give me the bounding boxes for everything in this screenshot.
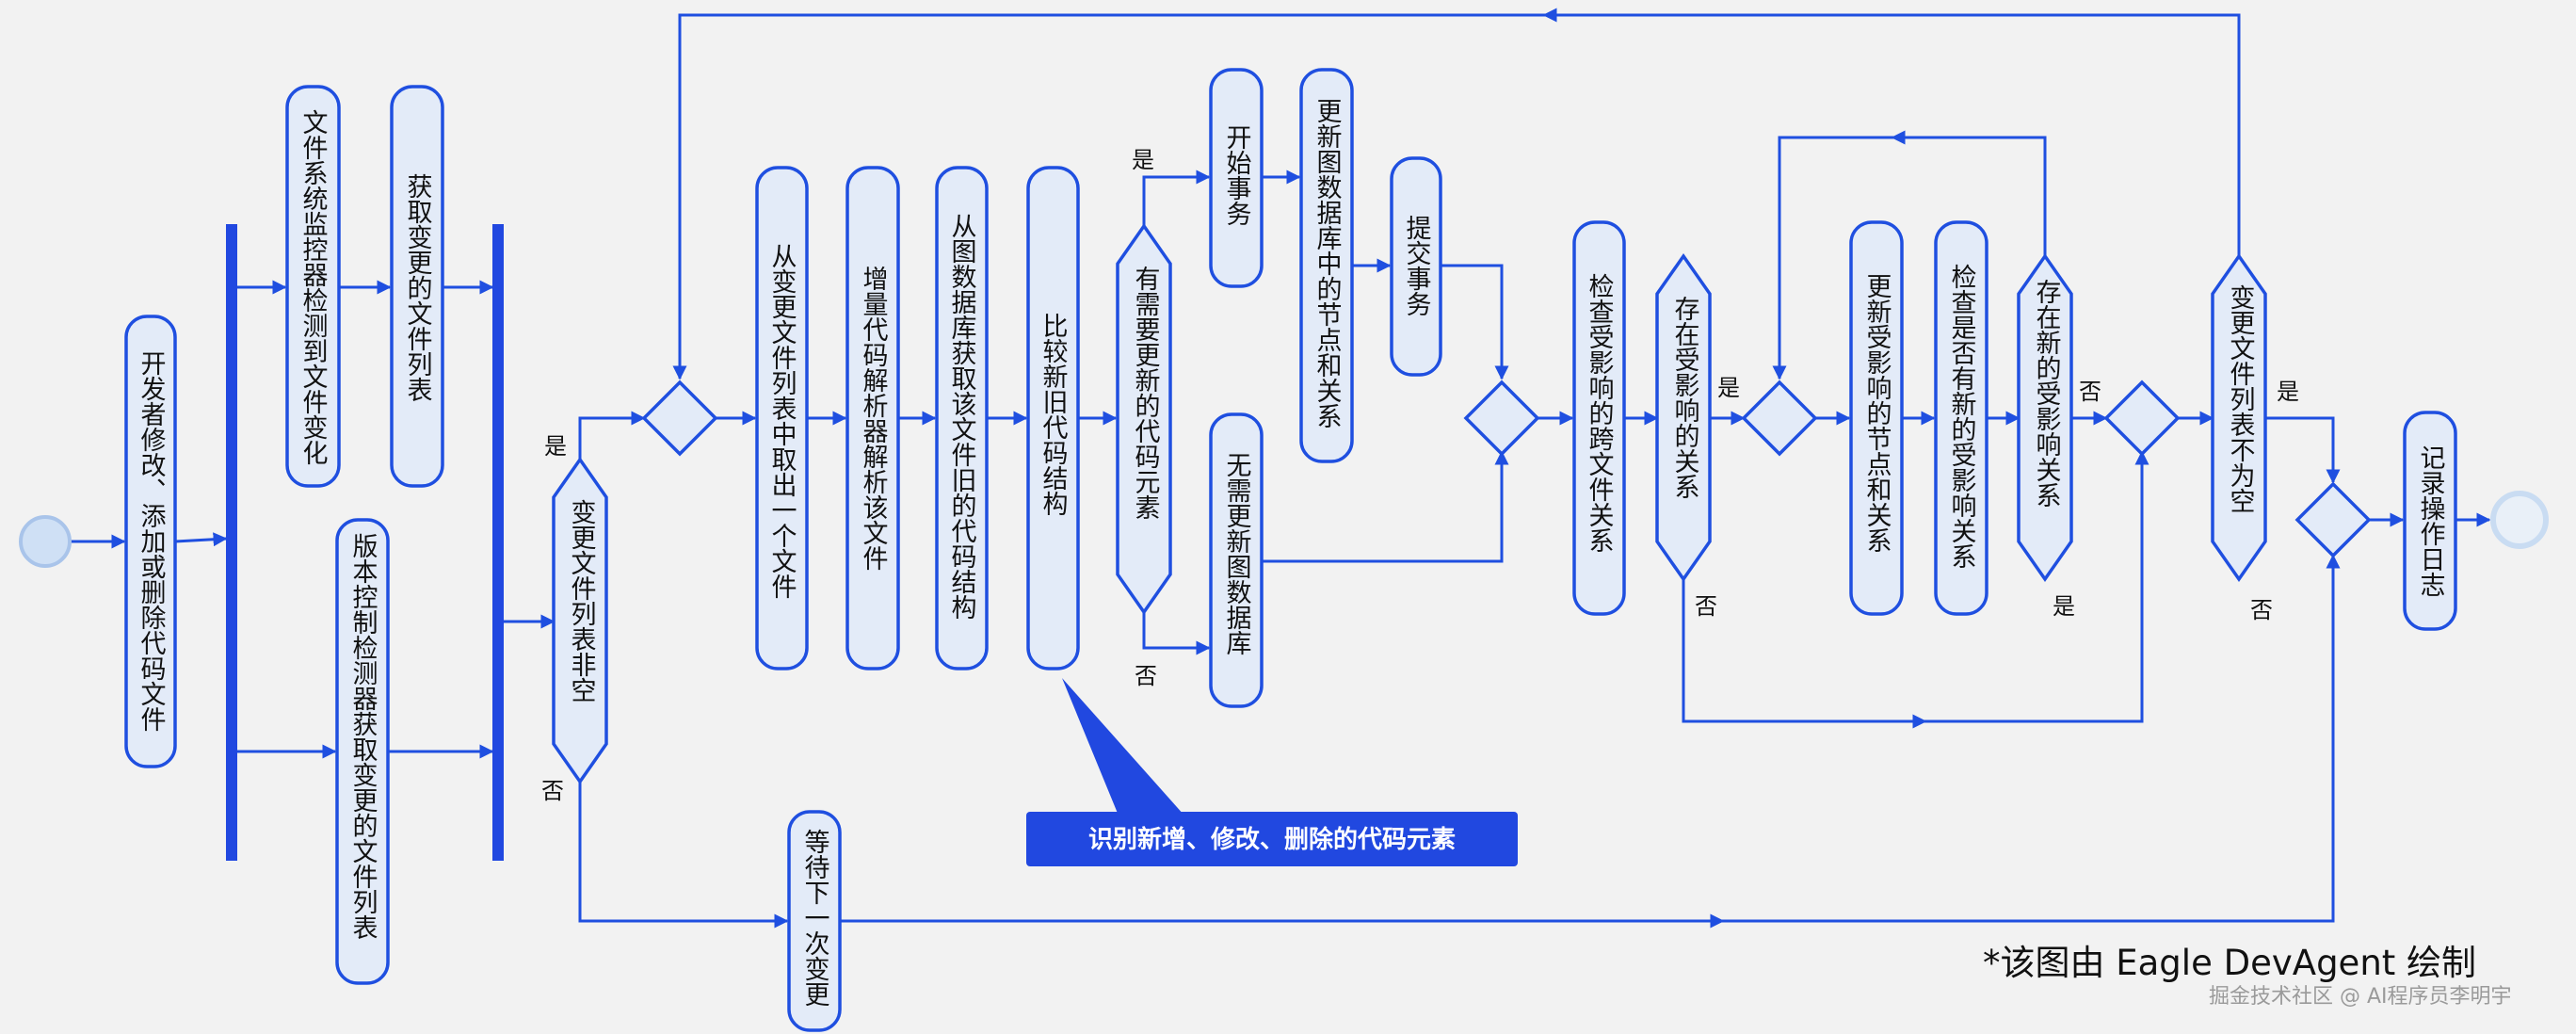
get-changed-list-node: 获取变更的文件列表: [390, 85, 444, 488]
take-one-file-text: 从变更文件列表中取出一个文件: [767, 243, 797, 599]
update-affected-node: 更新受影响的节点和关系: [1849, 220, 1904, 616]
join-bar: [492, 224, 504, 861]
vcs-detector-node: 版本控制检测器获取变更的文件列表: [335, 518, 390, 985]
merge-diamond-tx: [1463, 380, 1540, 457]
take-one-file-node: 从变更文件列表中取出一个文件: [755, 166, 809, 670]
label-yes-list2: 是: [2277, 379, 2299, 405]
update-affected-text: 更新受影响的节点和关系: [1862, 273, 1892, 553]
start-node: [19, 515, 72, 568]
fs-monitor-text: 文件系统监控器检测到文件变化: [298, 109, 329, 465]
need-update-text: 有需要更新的代码元素: [1131, 266, 1161, 520]
decision-has-affected: 存在受影响的关系: [1655, 252, 1712, 583]
decision-has-new-affected: 存在新的受影响关系: [2017, 252, 2073, 583]
label-yes-need: 是: [1132, 147, 1154, 173]
begin-tx-node: 开始事务: [1209, 68, 1264, 288]
check-new-affected-text: 检查是否有新的受影响关系: [1947, 264, 1977, 569]
update-graph-node: 更新图数据库中的节点和关系: [1299, 68, 1354, 463]
callout-text: 识别新增、修改、删除的代码元素: [1088, 825, 1456, 854]
label-yes-new-affected: 是: [2053, 593, 2075, 620]
update-graph-text: 更新图数据库中的节点和关系: [1312, 98, 1343, 428]
begin-tx-text: 开始事务: [1222, 124, 1251, 226]
commit-tx-text: 提交事务: [1402, 215, 1432, 316]
check-new-affected-node: 检查是否有新的受影响关系: [1934, 220, 1988, 616]
has-affected-text: 存在受影响的关系: [1670, 296, 1700, 499]
callout-box: [1026, 812, 1518, 866]
label-no-list1: 否: [541, 778, 564, 804]
compare-structure-text: 比较新旧代码结构: [1038, 313, 1069, 516]
check-cross-file-node: 检查受影响的跨文件关系: [1572, 220, 1626, 616]
fs-monitor-node: 文件系统监控器检测到文件变化: [285, 85, 341, 488]
no-update-text: 无需更新图数据库: [1222, 452, 1252, 655]
decision-list-not-empty-2: 变更文件列表不为空: [2211, 252, 2267, 583]
vcs-detector-text: 版本控制检测器获取变更的文件列表: [348, 533, 378, 940]
has-new-affected-text: 存在新的受影响关系: [2032, 279, 2062, 508]
merge-diamond-new-affected: [2103, 380, 2181, 457]
merge-diamond-loop: [641, 380, 718, 457]
list-not-empty-2-text: 变更文件列表不为空: [2226, 284, 2256, 513]
watermark: 掘金技术社区 @ AI程序员李明宇: [2209, 985, 2512, 1009]
incremental-parse-text: 增量代码解析器解析该文件: [859, 266, 889, 571]
label-yes-list1: 是: [544, 433, 567, 460]
footer-note: *该图由 Eagle DevAgent 绘制: [1983, 943, 2477, 983]
decision-need-update: 有需要更新的代码元素: [1116, 222, 1172, 616]
dev-modify-node: 开发者修改、添加或删除代码文件: [124, 315, 177, 768]
end-node: [2490, 491, 2549, 549]
commit-tx-node: 提交事务: [1390, 156, 1442, 377]
merge-diamond-affected: [1741, 380, 1818, 457]
label-no-new-affected: 否: [2079, 379, 2101, 405]
callout: 识别新增、修改、删除的代码元素: [1026, 678, 1518, 866]
label-no-affected: 否: [1695, 593, 1717, 620]
label-no-need: 否: [1135, 663, 1157, 689]
fork-bar: [226, 224, 237, 861]
compare-structure-node: 比较新旧代码结构: [1026, 166, 1080, 670]
get-old-structure-node: 从图数据库获取该文件旧的代码结构: [935, 166, 989, 670]
wait-next-node: 等待下一次变更: [787, 810, 842, 1032]
log-operation-node: 记录操作日志: [2403, 411, 2457, 631]
list-not-empty-1-text: 变更文件列表非空: [567, 499, 597, 703]
get-old-structure-text: 从图数据库获取该文件旧的代码结构: [947, 213, 977, 620]
decision-list-not-empty-1: 变更文件列表非空: [552, 456, 608, 785]
label-no-list2: 否: [2250, 597, 2273, 623]
merge-diamond-final: [2294, 481, 2372, 558]
edges: [71, 8, 2491, 929]
dev-modify-text: 开发者修改、添加或删除代码文件: [137, 350, 167, 732]
label-yes-affected: 是: [1717, 375, 1740, 401]
get-changed-list-text: 获取变更的文件列表: [403, 173, 433, 402]
incremental-parse-node: 增量代码解析器解析该文件: [845, 166, 900, 670]
check-cross-file-text: 检查受影响的跨文件关系: [1585, 273, 1615, 553]
no-update-node: 无需更新图数据库: [1209, 412, 1264, 708]
wait-next-text: 等待下一次变更: [800, 829, 830, 1007]
log-operation-text: 记录操作日志: [2416, 444, 2446, 597]
